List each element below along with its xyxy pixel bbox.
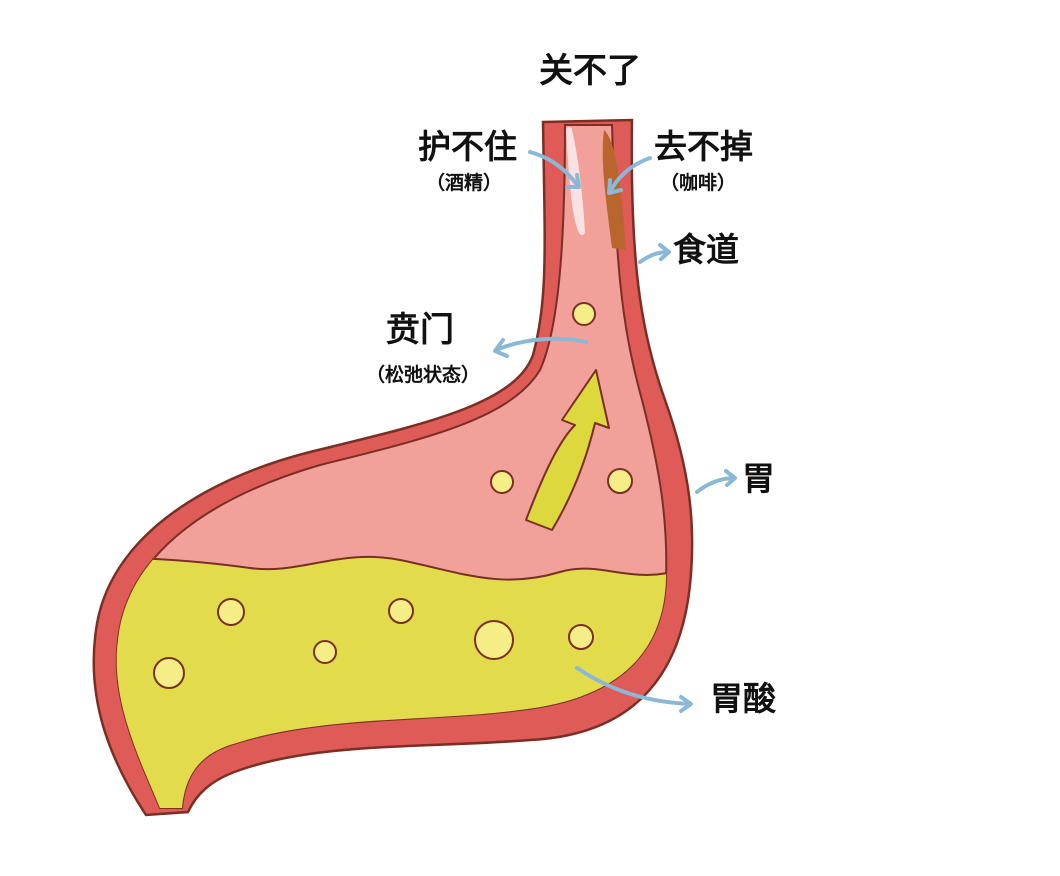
label-cardia-note: （松弛状态） bbox=[366, 364, 481, 386]
pointer-cardia bbox=[494, 336, 588, 352]
bubbles bbox=[153, 302, 633, 689]
pointer-cardia-head bbox=[493, 338, 509, 358]
label-coffee-note: （咖啡） bbox=[660, 172, 737, 194]
bubble bbox=[313, 640, 337, 664]
bubble bbox=[217, 598, 245, 626]
label-esophagus: 食道 bbox=[673, 230, 739, 269]
label-alcohol-note: （酒精） bbox=[426, 172, 503, 194]
pointer-stomach-head bbox=[724, 469, 737, 487]
label-cannot-protect: 护不住 bbox=[418, 127, 517, 166]
bubble bbox=[153, 657, 185, 689]
label-gastric-acid: 胃酸 bbox=[710, 679, 776, 718]
bubble bbox=[388, 598, 414, 624]
pointer-coffee-head bbox=[607, 178, 623, 195]
pointer-arrows bbox=[493, 150, 737, 713]
pointer-coffee bbox=[608, 156, 652, 194]
bubble bbox=[607, 468, 633, 494]
label-cannot-remove: 去不掉 bbox=[654, 127, 753, 166]
bubble bbox=[490, 470, 514, 494]
pointer-acid bbox=[575, 666, 692, 706]
pointer-esophagus-head bbox=[658, 243, 671, 261]
pointer-stomach bbox=[695, 476, 736, 494]
bubble bbox=[474, 620, 514, 660]
label-cardia: 贲门 bbox=[386, 310, 454, 350]
reflux-arrow bbox=[525, 369, 610, 531]
pointer-alcohol-head bbox=[565, 173, 581, 189]
pointer-alcohol bbox=[528, 150, 580, 188]
label-stomach: 胃 bbox=[742, 459, 775, 498]
pointer-esophagus bbox=[638, 250, 670, 264]
pointer-acid-head bbox=[679, 695, 693, 713]
bubble bbox=[572, 302, 596, 326]
bubble bbox=[568, 624, 594, 650]
label-cannot-close: 关不了 bbox=[539, 51, 641, 91]
